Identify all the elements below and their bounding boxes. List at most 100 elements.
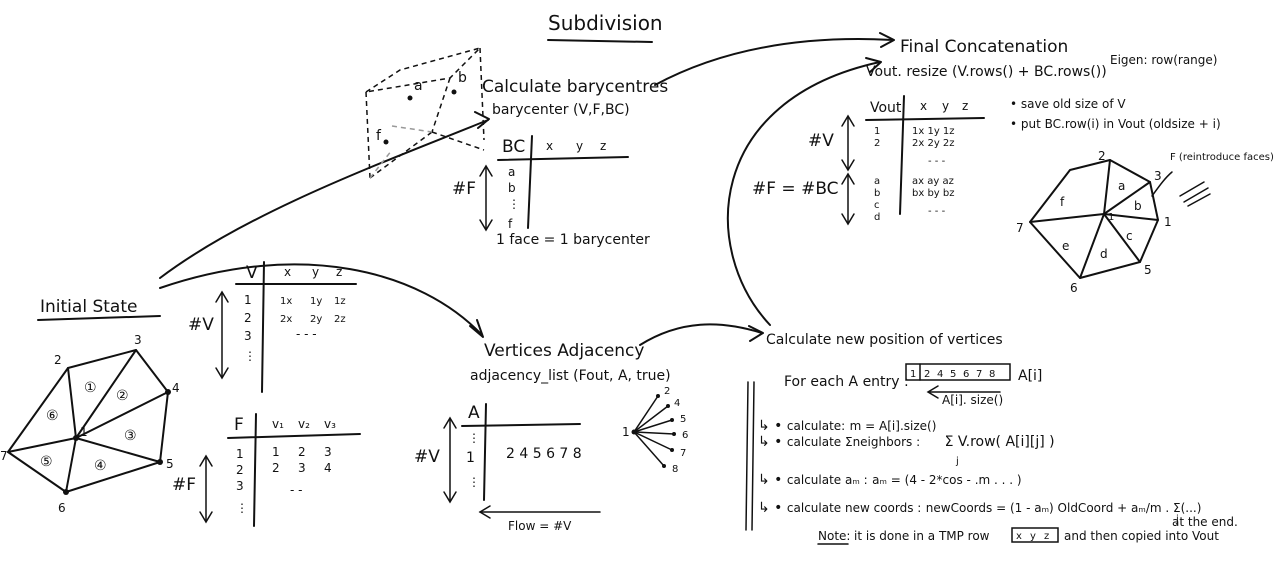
bc-table-cell: b [508,181,516,195]
step-subscript: j [955,456,959,467]
final-eigen: Eigen: row(range) [1110,53,1217,67]
f-table-header: v₂ [298,417,310,431]
barycenters-heading: Calculate barycentres [482,77,668,97]
adjacency-table: A ⋮ 1 ⋮ 2 4 5 6 7 8 #V Flow = #V [414,403,601,533]
bc-table-cell: a [508,165,515,179]
note-box [1011,527,1059,543]
entry-cell: 7 [976,369,982,380]
mesh-edge [67,367,77,439]
v-table-cell: - - - [296,327,317,341]
bc-table: BC x y z a b ⋮ f #F [452,135,629,232]
adjacency-star: 1 2 4 5 6 7 8 [622,386,688,475]
final-mesh-vertex-label: 3 [1154,169,1162,183]
adjacency-table-cell: ⋮ [468,475,480,489]
f-table-cell: 3 [236,479,244,493]
final-mesh-face-label: c [1126,229,1133,243]
vout-table-cell: 2x 2y 2z [912,138,955,149]
final-mesh-vertex-label: 2 [1098,149,1106,163]
f-count-label: #F [172,475,196,495]
step: ↳ • calculate Σneighbors : Σ V.row( A[i]… [758,434,1055,450]
final-mesh-vertex-label: 5 [1144,263,1152,277]
f-table-header: F [234,415,244,435]
bc-table-cell: f [508,217,513,231]
v-table-header: y [312,265,319,279]
final-mesh-center-label: 1 [1108,212,1114,223]
mesh-vertex [165,389,171,395]
vout-table-header: y [942,99,949,113]
bc-table-header: y [576,139,583,153]
star-neighbor-label: 7 [680,448,686,459]
note-tail: and then copied into Vout [1064,529,1219,543]
step-subscript: j [1175,514,1179,525]
arrow-initial-to-barycenters [159,119,489,279]
vout-table-rule [865,117,985,121]
mesh-face-label: ⑤ [40,454,53,470]
adjacency-table-rule [461,423,581,427]
adjacency-call: adjacency_list (Fout, A, true) [470,368,671,384]
bc-table-header: BC [502,137,525,157]
final-bullet: • put BC.row(i) in Vout (oldsize + i) [1010,117,1221,131]
cube-label: f [376,128,382,144]
mesh-vertex-label: 6 [58,501,66,515]
step: ↳ • calculate aₘ : aₘ = (4 - 2*cos - .m … [758,472,1022,488]
mesh-edge [75,349,137,439]
vout-table-header: Vout [870,100,902,116]
vout-table-cell: d [874,212,880,223]
barycenters-note: 1 face = 1 barycenter [496,232,650,248]
final-mesh-vertex-label: 7 [1016,221,1024,235]
v-table-header: x [284,265,291,279]
arrowhead [865,57,882,73]
vout-table-cell: c [874,200,880,211]
mesh-vertex-label: 7 [0,449,8,463]
final-mesh-face-label: b [1134,199,1142,213]
mesh-vertex-label: 3 [134,333,142,347]
final-mesh-face-label: e [1062,239,1069,253]
final-bullets: • save old size of V • put BC.row(i) in … [1010,97,1221,131]
f-table-cell: 2 [298,445,306,459]
entry-cell: 1 [910,369,916,380]
v-table-cell: 1y [310,296,322,307]
final-mesh-annotation: F (reintroduce faces) [1170,152,1274,163]
hatch-mark [1179,181,1211,207]
bc-table-header: x [546,139,553,153]
f-table-cell: 1 [272,445,280,459]
bc-table-rule [527,135,533,229]
v-table-cell: 1x [280,296,292,307]
vout-table-cell: ax ay az [912,176,954,187]
adjacency-section: Vertices Adjacency adjacency_list (Fout,… [414,341,688,533]
vout-table-cell: bx by bz [912,188,955,199]
vout-table-cell: 1x 1y 1z [912,126,955,137]
note-line: Note: it is done in a TMP row x y z and … [817,515,1238,545]
f-table-cell: 4 [324,461,332,475]
new-positions-section: Calculate new position of vertices For e… [745,332,1238,545]
step: ↳ • calculate: m = A[i].size() [758,418,936,434]
new-positions-heading: Calculate new position of vertices [766,332,1003,348]
v-count-label: #V [188,315,214,335]
bc-table-rule [497,156,629,161]
adjacency-entry: 2 4 5 6 7 8 [506,446,582,462]
vout-table: Vout x y z 1 1x 1y 1z 2 2x 2y 2z - - - a… [752,95,985,226]
mesh-vertex [63,489,69,495]
star-neighbor-label: 2 [664,386,670,397]
v-table-cell: 2z [334,314,346,325]
mesh-edge [75,391,169,439]
mesh-face-label: ① [84,380,97,396]
vout-label-f: #F = #BC [752,179,839,199]
vout-label-v: #V [808,131,834,151]
star-neighbor-label: 5 [680,414,686,425]
star-center-label: 1 [622,425,630,439]
final-mesh-vertex-label: 1 [1164,215,1172,229]
entry-cell: 2 [924,369,930,380]
final-mesh-outline [1029,159,1159,279]
note-cell: x [1016,531,1022,542]
cube-label: b [458,70,467,86]
final-section: Final Concatenation Vout. resize (V.rows… [752,37,1274,295]
f-table-rule [227,433,361,439]
f-table-cell: 2 [236,463,244,477]
vout-table-cell: - - - [928,156,946,167]
mesh-edge [65,437,77,493]
v-table-cell: ⋮ [244,349,256,363]
bc-table-cell: ⋮ [508,197,520,211]
note-cell: y [1030,531,1036,542]
